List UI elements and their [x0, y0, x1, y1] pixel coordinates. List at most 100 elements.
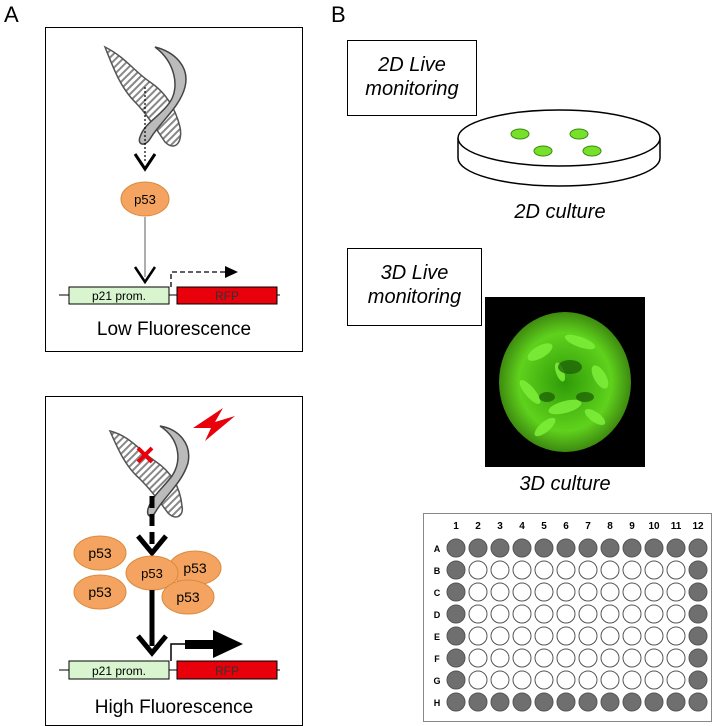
panel-b-label: B — [331, 2, 346, 27]
plate-column-label: 10 — [648, 521, 660, 532]
plate-row-label: H — [434, 698, 441, 708]
well-filled — [622, 538, 642, 558]
p53-label: p53 — [141, 566, 163, 581]
well-empty — [468, 648, 488, 668]
well-empty — [622, 582, 642, 602]
dna-damage-x-icon — [136, 446, 154, 464]
well-filled — [446, 560, 466, 580]
plate-column-label: 3 — [497, 521, 503, 532]
high-fluorescence-diagram: p53 p53 p53 p53 p53 p21 prom. RFP High F… — [59, 408, 280, 718]
well-empty — [512, 582, 532, 602]
well-empty — [556, 604, 576, 624]
promoter-box — [68, 286, 170, 305]
well-filled — [600, 692, 620, 712]
plate-row-label: A — [434, 544, 441, 554]
lightning-bolt-icon — [193, 408, 235, 441]
promoter-label: p21 prom. — [92, 289, 146, 303]
reporter-label: RFP — [215, 664, 239, 678]
cell-colony — [582, 145, 602, 157]
well-empty — [622, 648, 642, 668]
well-empty — [622, 626, 642, 646]
p53-protein-ellipse — [161, 579, 215, 615]
well-empty — [578, 582, 598, 602]
arrow-head-icon — [136, 534, 168, 557]
p53-protein-ellipse — [120, 181, 170, 217]
well-empty — [490, 626, 510, 646]
transcription-arrow-head-icon — [213, 630, 243, 658]
well-empty — [578, 604, 598, 624]
well-empty — [666, 560, 686, 580]
well-empty — [644, 670, 664, 690]
well-empty — [468, 670, 488, 690]
well-filled — [688, 626, 708, 646]
plate-column-label: 2 — [475, 521, 481, 532]
p53-label: p53 — [176, 589, 200, 605]
well-filled — [688, 560, 708, 580]
well-empty — [644, 648, 664, 668]
plate-column-label: 11 — [671, 521, 682, 532]
well-filled — [512, 692, 532, 712]
low-fluorescence-diagram: p53 p21 prom. RFP Low Fluorescence — [59, 45, 280, 340]
well-filled — [446, 604, 466, 624]
well-empty — [534, 582, 554, 602]
well-empty — [622, 670, 642, 690]
well-filled — [688, 604, 708, 624]
well-empty — [490, 560, 510, 580]
well-empty — [600, 604, 620, 624]
monitor-3d-label-box: 3D Live monitoring — [347, 248, 482, 326]
well-filled — [556, 538, 576, 558]
plate-column-label: 1 — [453, 521, 459, 532]
well-empty — [490, 648, 510, 668]
monitor-3d-line2: monitoring — [367, 286, 462, 308]
well-empty — [468, 582, 488, 602]
well-empty — [534, 626, 554, 646]
well-filled — [556, 692, 576, 712]
well-empty — [512, 648, 532, 668]
reporter-label: RFP — [215, 289, 239, 303]
well-empty — [534, 604, 554, 624]
transcription-arrow-head-icon — [225, 266, 238, 278]
well-empty — [666, 604, 686, 624]
arrow-head-icon — [133, 153, 157, 172]
reporter-box — [176, 286, 278, 305]
well-empty — [556, 582, 576, 602]
well-empty — [600, 582, 620, 602]
well-filled — [534, 538, 554, 558]
well-filled — [688, 692, 708, 712]
dna-helix-icon — [103, 45, 187, 147]
well-empty — [666, 582, 686, 602]
well-empty — [644, 604, 664, 624]
petri-dish-icon — [457, 109, 661, 187]
well-empty — [468, 626, 488, 646]
well-filled — [688, 582, 708, 602]
well-empty — [490, 604, 510, 624]
high-caption: High Fluorescence — [95, 697, 253, 718]
monitor-3d-line1: 3D Live — [380, 262, 449, 284]
plate-row-label: E — [434, 632, 440, 642]
well-empty — [666, 648, 686, 668]
p53-protein-ellipse — [73, 574, 127, 610]
plate-column-label: 4 — [519, 521, 525, 532]
well-empty — [600, 560, 620, 580]
reporter-box — [176, 660, 278, 680]
well-empty — [600, 670, 620, 690]
well-filled — [644, 692, 664, 712]
plate-column-label: 5 — [541, 521, 547, 532]
well-empty — [578, 670, 598, 690]
p53-label: p53 — [88, 584, 112, 600]
well-empty — [556, 648, 576, 668]
cell-colony — [569, 128, 589, 140]
well-empty — [512, 604, 532, 624]
well-empty — [490, 670, 510, 690]
well-filled — [534, 692, 554, 712]
well-filled — [600, 538, 620, 558]
monitor-2d-line2: monitoring — [365, 78, 459, 100]
well-empty — [468, 604, 488, 624]
binding-arrow-head-icon — [136, 634, 168, 657]
well-empty — [534, 648, 554, 668]
well-empty — [534, 670, 554, 690]
culture-2d-caption: 2D culture — [514, 201, 606, 223]
well-filled — [446, 670, 466, 690]
promoter-label: p21 prom. — [92, 664, 146, 678]
spheroid-fluorescence-image — [485, 297, 645, 467]
